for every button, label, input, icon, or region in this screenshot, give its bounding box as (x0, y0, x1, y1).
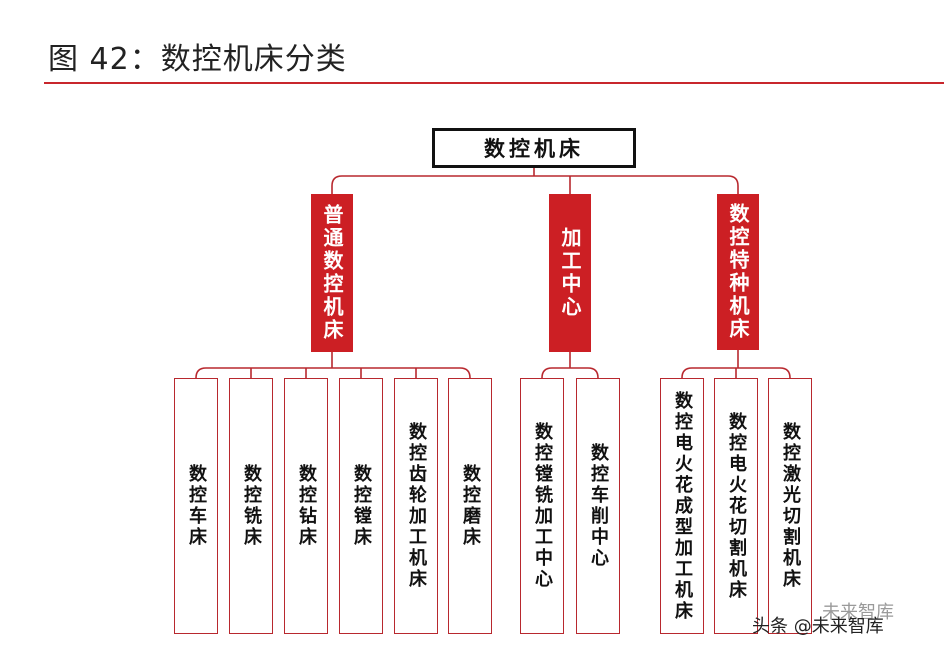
leaf-label: 数控磨床 (460, 464, 481, 548)
title-divider (44, 82, 944, 84)
watermark-ghost-text: 未来智库 (822, 602, 894, 623)
leaf-label: 数控车削中心 (588, 443, 609, 569)
leaf-label: 数控电火花切割机床 (726, 411, 747, 601)
leaf-label: 数控铣床 (241, 464, 262, 548)
leaf-node: 数控镗床 (339, 378, 383, 634)
leaf-label: 数控激光切割机床 (780, 422, 801, 590)
category-label-1: 普通数控机床 (320, 204, 344, 342)
category-node-3: 数控特种机床 (717, 194, 759, 350)
leaf-node: 数控车床 (174, 378, 218, 634)
leaf-node: 数控铣床 (229, 378, 273, 634)
leaf-label: 数控电火花成型加工机床 (672, 390, 693, 622)
category-label-3: 数控特种机床 (726, 203, 750, 341)
leaf-label: 数控镗铣加工中心 (532, 422, 553, 590)
leaf-node: 数控车削中心 (576, 378, 620, 634)
leaf-node: 数控磨床 (448, 378, 492, 634)
connector-group-2-bar (541, 367, 599, 379)
page-title: 图 42：数控机床分类 (48, 42, 347, 77)
category-node-1: 普通数控机床 (311, 194, 353, 352)
leaf-label: 数控齿轮加工机床 (406, 422, 427, 590)
leaf-node: 数控钻床 (284, 378, 328, 634)
category-node-2: 加工中心 (549, 194, 591, 352)
leaf-label: 数控车床 (186, 464, 207, 548)
leaf-node: 数控激光切割机床 (768, 378, 812, 634)
leaf-label: 数控钻床 (296, 464, 317, 548)
leaf-node: 数控镗铣加工中心 (520, 378, 564, 634)
category-label-2: 加工中心 (558, 227, 582, 319)
leaf-node: 数控电火花切割机床 (714, 378, 758, 634)
leaf-node: 数控电火花成型加工机床 (660, 378, 704, 634)
watermark-text: 头条 @未来智库 (752, 616, 884, 637)
root-node: 数控机床 (432, 128, 636, 168)
connector-level1-bar (331, 175, 739, 187)
leaf-node: 数控齿轮加工机床 (394, 378, 438, 634)
leaf-label: 数控镗床 (351, 464, 372, 548)
connector-group-1-bar (195, 367, 471, 379)
